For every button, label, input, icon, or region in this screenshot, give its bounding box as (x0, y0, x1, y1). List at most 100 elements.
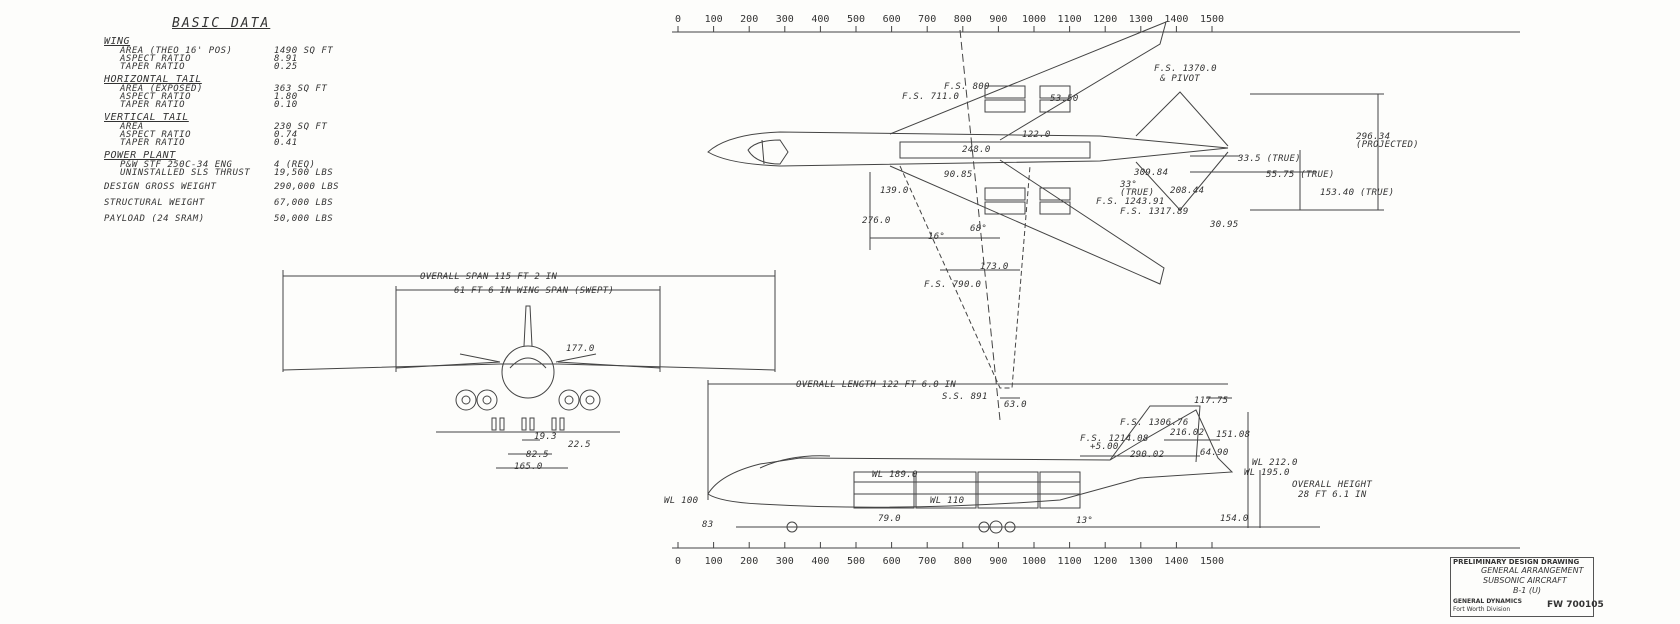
basic-data-row-label: UNINSTALLED SLS THRUST (120, 168, 251, 178)
plan-dim: 90.85 (944, 170, 973, 180)
plan-view (707, 21, 1384, 421)
basic-data-weight-value: 67,000 LBS (274, 198, 334, 208)
side-dim: WL 212.0 (1252, 458, 1298, 468)
scale-tick-label: 300 (776, 14, 794, 25)
plan-dim: F.S. 1317.89 (1120, 207, 1189, 217)
basic-data-row-label: ASPECT RATIO (120, 130, 192, 140)
plan-dim: 309.84 (1134, 168, 1169, 178)
scale-tick-label: 700 (918, 556, 936, 567)
plan-wing-lower (889, 159, 1165, 285)
scale-tick-label: 1000 (1022, 556, 1046, 567)
plan-canopy (747, 139, 789, 165)
front-dim: 82.5 (526, 450, 549, 460)
title-block-header: PRELIMINARY DESIGN DRAWING (1453, 558, 1580, 566)
plan-wing-upper (889, 21, 1167, 141)
plan-htail-lower (1135, 151, 1229, 211)
basic-data-row-label: ASPECT RATIO (120, 92, 192, 102)
basic-data-row-label: AREA (THEO 16' POS) (120, 46, 233, 56)
scale-tick-label: 700 (918, 14, 936, 25)
scale-tick-label: 1100 (1058, 14, 1082, 25)
plan-dim: 68° (970, 224, 988, 234)
side-dim: WL 100 (664, 496, 699, 506)
front-dim: 177.0 (566, 344, 595, 354)
basic-data-row-label: TAPER RATIO (120, 62, 186, 72)
side-dim: 290.02 (1130, 450, 1165, 460)
side-dim: 79.0 (878, 514, 901, 524)
plan-dim: (PROJECTED) (1356, 140, 1419, 150)
scale-tick-label: 1300 (1129, 14, 1153, 25)
basic-data-row-value: 0.25 (274, 62, 298, 72)
plan-dim: 16° (928, 232, 946, 242)
scale-tick-label: 100 (705, 556, 723, 567)
scale-tick-label: 900 (989, 556, 1007, 567)
basic-data-row-label: AREA (EXPOSED) (120, 84, 203, 94)
side-overall-length: OVERALL LENGTH 122 FT 6.0 IN (796, 380, 957, 390)
front-fuselage (501, 345, 555, 399)
plan-dim: F.S. 711.0 (902, 92, 960, 102)
basic-data-row-label: P&W STF 250C-34 ENG (120, 160, 233, 170)
basic-data-weight-label: STRUCTURAL WEIGHT (104, 198, 205, 208)
side-overall-height: OVERALL HEIGHT (1292, 480, 1373, 490)
side-dim: 216.02 (1170, 428, 1205, 438)
basic-data-section-3: POWER PLANT (104, 150, 176, 161)
scale-tick-label: 0 (675, 14, 681, 25)
plan-bomb-bay (899, 141, 1091, 159)
plan-dim: 173.0 (980, 262, 1009, 272)
plan-dim: 248.0 (962, 145, 991, 155)
plan-dim: 33° (1120, 180, 1138, 190)
basic-data-weight-value: 290,000 LBS (274, 182, 340, 192)
title-block-dwg-no: FW 700105 (1547, 600, 1604, 610)
side-dim: F.S. 1306.76 (1120, 418, 1189, 428)
plan-fuselage (707, 131, 1229, 167)
scale-tick-label: 0 (675, 556, 681, 567)
basic-data-weight-label: PAYLOAD (24 SRAM) (104, 214, 205, 224)
scale-tick-label: 900 (989, 14, 1007, 25)
side-dim: 64.90 (1200, 448, 1229, 458)
scale-tick-label: 300 (776, 556, 794, 567)
scale-tick-label: 200 (740, 556, 758, 567)
basic-data-row-value: 1490 SQ FT (274, 46, 334, 56)
plan-dim: F.S. 790.0 (924, 280, 982, 290)
basic-data-weight-label: DESIGN GROSS WEIGHT (104, 182, 217, 192)
scale-tick-label: 1200 (1093, 14, 1117, 25)
scale-tick-label: 1400 (1164, 556, 1188, 567)
title-block-title2: SUBSONIC AIRCRAFT (1483, 576, 1567, 585)
title-block: PRELIMINARY DESIGN DRAWING GENERAL ARRAN… (1450, 557, 1604, 617)
basic-data-row-value: 1.80 (274, 92, 298, 102)
basic-data-row-label: ASPECT RATIO (120, 54, 192, 64)
scale-tick-label: 500 (847, 556, 865, 567)
basic-data-row-value: 8.91 (274, 54, 298, 64)
front-canopy (509, 357, 547, 369)
basic-data-row-value: 19,500 LBS (274, 168, 334, 178)
scale-tick-label: 800 (954, 14, 972, 25)
scale-tick-label: 1400 (1164, 14, 1188, 25)
scale-tick-label: 600 (883, 14, 901, 25)
basic-data-row-value: 0.74 (274, 130, 298, 140)
basic-data-row-value: 0.41 (274, 138, 298, 148)
plan-dim: & PIVOT (1160, 74, 1201, 84)
front-wing-span (282, 363, 776, 371)
scale-tick-label: 1300 (1129, 556, 1153, 567)
scale-tick-label: 1500 (1200, 556, 1224, 567)
front-wing-span-label: 61 FT 6 IN WING SPAN (SWEPT) (454, 286, 615, 296)
basic-data-row-label: TAPER RATIO (120, 100, 186, 110)
title-block-company: GENERAL DYNAMICS (1453, 598, 1522, 605)
side-dim: F.S. 1214.08 (1080, 434, 1149, 444)
front-view (282, 270, 776, 469)
plan-wing-swept (899, 165, 1031, 389)
plan-dim: F.S. 1243.91 (1096, 197, 1165, 207)
side-dim: WL 110 (930, 496, 965, 506)
basic-data-section-2: VERTICAL TAIL (104, 112, 189, 123)
plan-dim: 122.0 (1022, 130, 1051, 140)
side-dim: 151.08 (1216, 430, 1251, 440)
plan-dim: 55.75 (TRUE) (1266, 170, 1335, 180)
scale-tick-label: 1500 (1200, 14, 1224, 25)
scale-tick-label: 500 (847, 14, 865, 25)
basic-data-row-value: 363 SQ FT (274, 84, 328, 94)
side-canopy (759, 455, 831, 469)
scale-tick-label: 200 (740, 14, 758, 25)
side-dim: 117.75 (1194, 396, 1229, 406)
plan-dim: 53.50 (1050, 94, 1079, 104)
plan-dim: 33.5 (TRUE) (1238, 154, 1301, 164)
